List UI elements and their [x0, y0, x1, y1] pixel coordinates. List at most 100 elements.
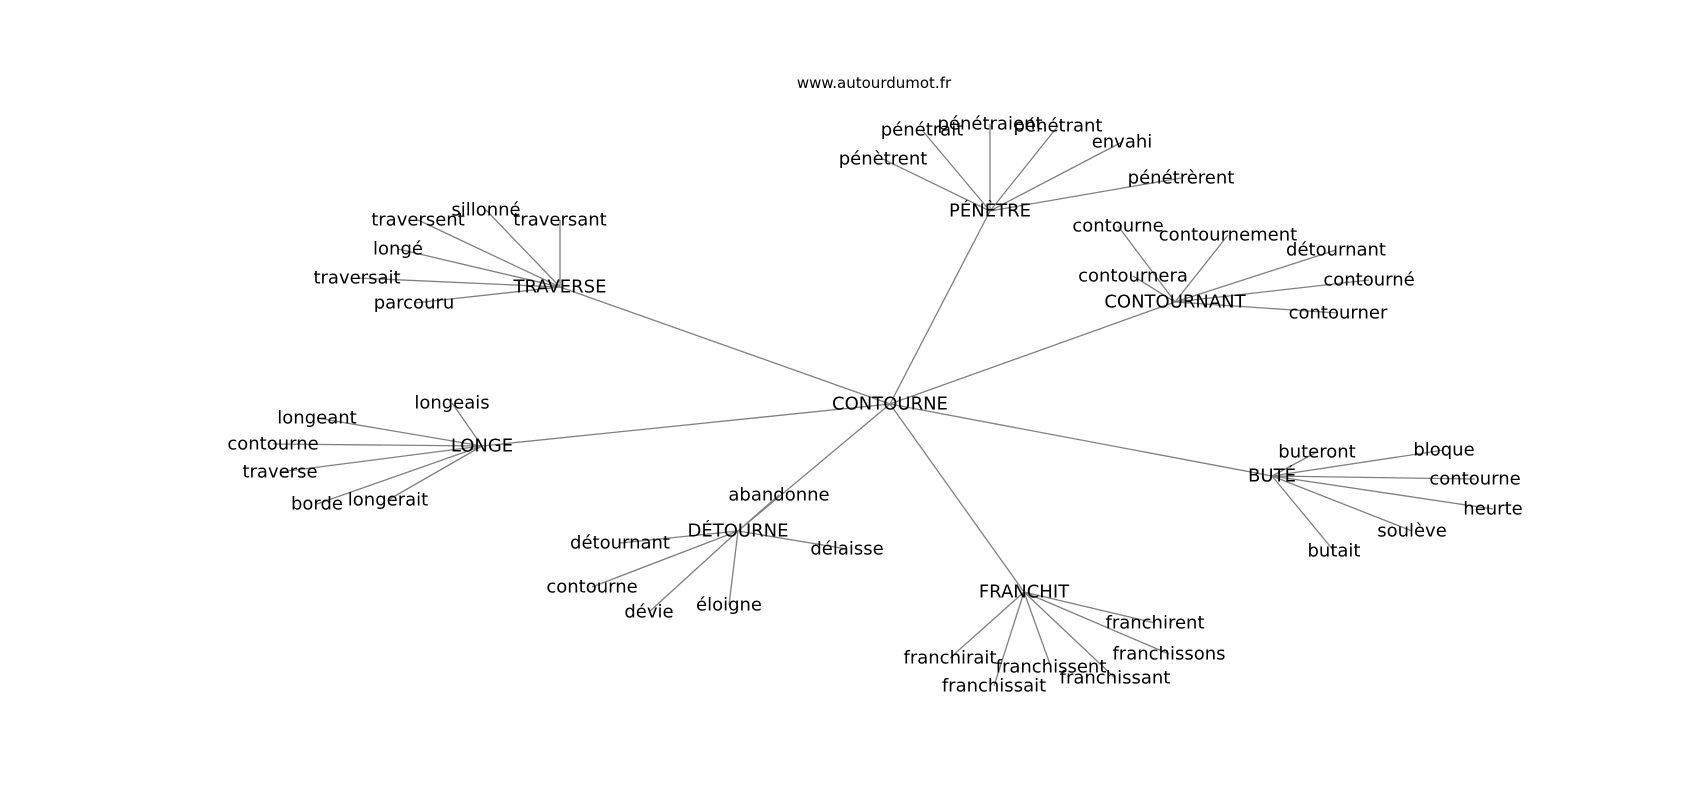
- edge-penetre-child: [989, 141, 1123, 212]
- edge-longe-child: [387, 445, 483, 501]
- child-node-franchit: franchirait: [904, 648, 997, 669]
- child-node-penetre: pénétrait: [881, 120, 964, 141]
- edge-bute-child: [1271, 475, 1494, 510]
- child-node-franchit: franchirent: [1105, 613, 1204, 634]
- edge-bute-child: [1271, 475, 1476, 480]
- edge-longe-child: [316, 417, 483, 447]
- edge-franchit-child: [1023, 591, 1170, 655]
- edge-detourne-child: [648, 530, 739, 613]
- child-node-detourne: abandonne: [728, 485, 829, 506]
- hub-node-detourne: DÉTOURNE: [688, 520, 789, 542]
- edge-detourne-child: [728, 530, 739, 606]
- child-node-detourne: délaisse: [810, 539, 883, 560]
- hub-node-contournant: CONTOURNANT: [1104, 292, 1246, 313]
- child-node-bute: buteront: [1278, 442, 1355, 463]
- child-node-contournant: contourner: [1289, 303, 1388, 324]
- edge-penetre-child: [921, 129, 991, 212]
- edge-franchit-child: [1023, 591, 1052, 668]
- child-node-longe: longeais: [414, 393, 489, 414]
- child-node-longe: longerait: [348, 490, 428, 511]
- edge-contournant-child: [1174, 234, 1229, 303]
- edge-root-longe: [481, 403, 891, 447]
- child-node-detourne: dévie: [624, 602, 673, 623]
- edge-contournant-child: [1174, 249, 1337, 303]
- child-node-franchit: franchissent: [996, 657, 1107, 678]
- child-node-detourne: contourne: [546, 577, 637, 598]
- edge-traverse-child: [485, 209, 561, 288]
- edge-bute-child: [1271, 451, 1318, 477]
- child-node-contournant: contournera: [1078, 266, 1188, 287]
- edge-contournant-child: [1117, 225, 1176, 303]
- child-node-franchit: franchissant: [1060, 668, 1171, 689]
- child-node-traverse: traversent: [371, 210, 465, 231]
- edge-franchit-child: [1023, 591, 1156, 624]
- hub-node-franchit: FRANCHIT: [979, 582, 1070, 603]
- edge-root-bute: [889, 403, 1273, 477]
- edge-longe-child: [272, 443, 483, 447]
- edge-contournant-child: [1174, 279, 1370, 303]
- child-node-contournant: contourné: [1323, 270, 1414, 291]
- edge-traverse-child: [356, 277, 561, 288]
- edge-traverse-child: [397, 248, 561, 288]
- child-node-longe: borde: [291, 494, 343, 515]
- hub-node-bute: BUTÉ: [1248, 465, 1296, 487]
- edge-longe-child: [316, 445, 483, 505]
- edge-bute-child: [1271, 449, 1445, 477]
- child-node-traverse: traversant: [513, 210, 607, 231]
- edge-detourne-child: [619, 530, 739, 544]
- child-node-franchit: franchissons: [1112, 644, 1225, 665]
- edge-penetre-child: [989, 125, 1059, 212]
- edge-franchit-child: [993, 591, 1025, 687]
- edge-root-franchit: [889, 403, 1025, 593]
- child-node-traverse: sillonné: [451, 200, 520, 221]
- child-node-longe: longeant: [277, 408, 356, 429]
- child-node-franchit: franchissait: [942, 676, 1046, 697]
- edge-bute-child: [1271, 475, 1413, 532]
- child-node-longe: traverse: [242, 462, 317, 483]
- edge-root-penetre: [889, 210, 991, 405]
- edge-bute-child: [1271, 475, 1335, 552]
- child-node-contournant: contournement: [1159, 225, 1297, 246]
- child-node-penetre: pénétrant: [1014, 116, 1103, 137]
- child-node-penetre: pénètrent: [839, 149, 928, 170]
- edge-detourne-child: [737, 494, 780, 532]
- child-node-detourne: détournant: [570, 533, 670, 554]
- child-node-longe: contourne: [227, 434, 318, 455]
- hub-node-longe: LONGE: [451, 436, 513, 457]
- child-node-detourne: éloigne: [696, 595, 762, 616]
- edge-contournant-child: [1174, 301, 1339, 314]
- hub-node-penetre: PÉNÈTRE: [949, 200, 1031, 222]
- root-node: CONTOURNE: [832, 394, 948, 415]
- child-node-penetre: pénétrèrent: [1128, 168, 1235, 189]
- edge-penetre-child: [989, 177, 1182, 212]
- graph-edges: [272, 124, 1494, 687]
- child-node-traverse: parcouru: [374, 293, 455, 314]
- child-node-bute: contourne: [1429, 469, 1520, 490]
- child-node-bute: butait: [1308, 541, 1361, 562]
- child-node-traverse: traversait: [313, 268, 400, 289]
- source-watermark: www.autourdumot.fr: [797, 74, 952, 92]
- child-node-traverse: longé: [373, 239, 423, 260]
- child-node-penetre: envahi: [1092, 132, 1153, 153]
- edge-root-traverse: [559, 286, 891, 405]
- hub-node-traverse: TRAVERSE: [513, 277, 607, 298]
- edge-longe-child: [451, 402, 483, 447]
- edge-traverse-child: [417, 219, 561, 288]
- edge-detourne-child: [591, 530, 739, 588]
- edge-root-detourne: [737, 403, 891, 532]
- child-node-penetre: pénétraient: [937, 114, 1042, 135]
- child-node-bute: soulève: [1377, 521, 1447, 542]
- edge-franchit-child: [949, 591, 1025, 659]
- edge-traverse-child: [413, 286, 561, 304]
- edge-franchit-child: [1023, 591, 1116, 679]
- child-node-contournant: contourne: [1072, 216, 1163, 237]
- edge-longe-child: [279, 445, 483, 473]
- child-node-bute: bloque: [1413, 440, 1474, 461]
- edge-penetre-child: [882, 158, 991, 212]
- edge-detourne-child: [737, 530, 848, 550]
- edge-root-contournant: [889, 301, 1176, 405]
- edge-contournant-child: [1132, 275, 1176, 303]
- child-node-bute: heurte: [1463, 499, 1522, 520]
